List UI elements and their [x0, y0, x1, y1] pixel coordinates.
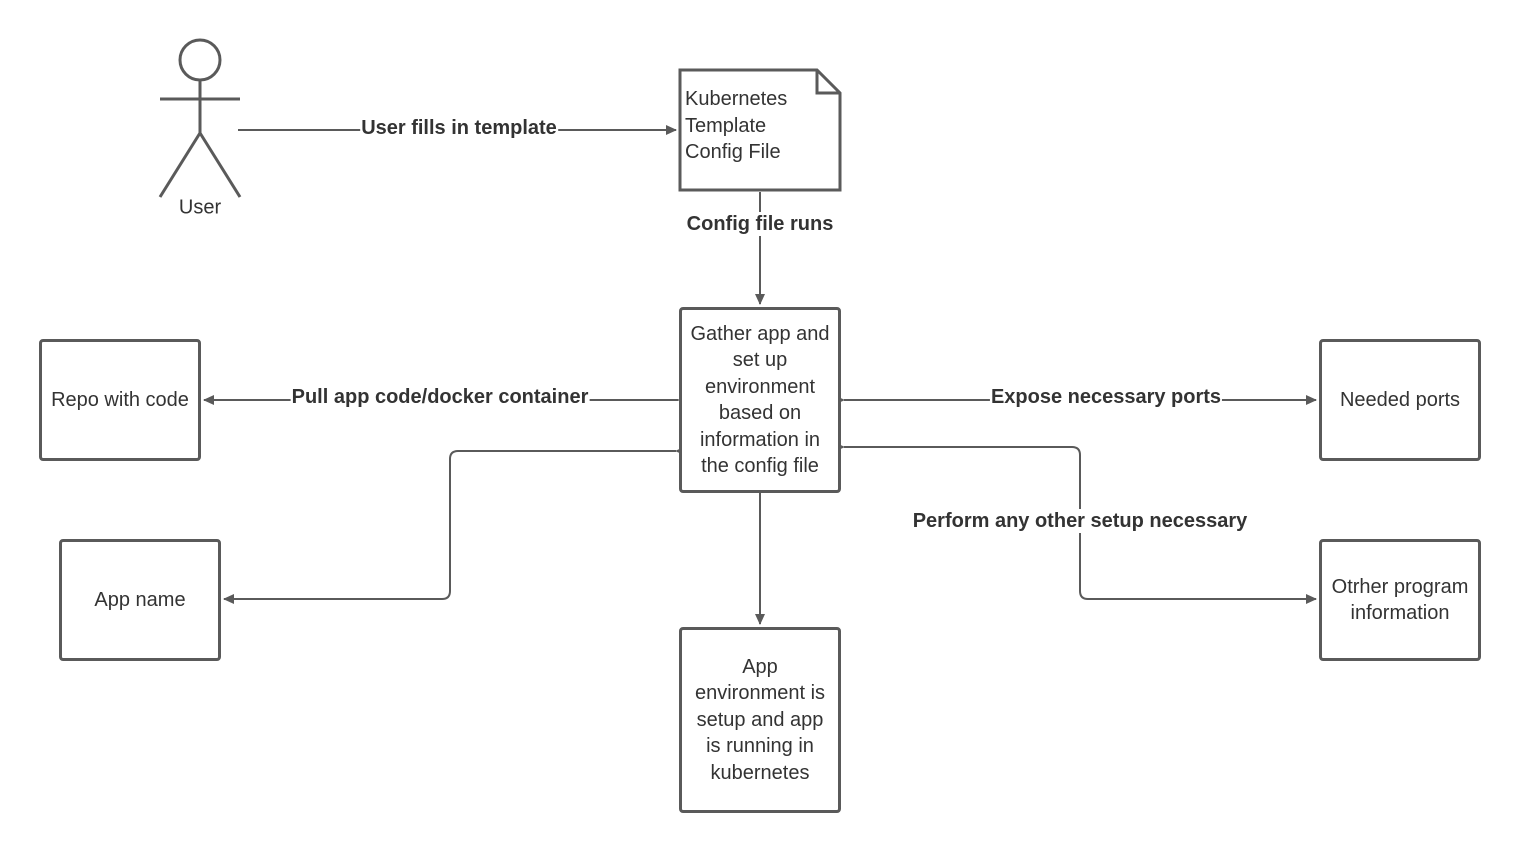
repo-label: Repo with code — [51, 388, 189, 411]
needed-ports-node: Needed ports — [1319, 339, 1481, 461]
edge-label-pull-code: Pull app code/docker container — [290, 385, 590, 409]
edge-label-other-setup: Perform any other setup necessary — [911, 509, 1249, 533]
gather-environment-label: Gather app and set up environment based … — [690, 322, 830, 478]
other-info-node: Otrher program information — [1319, 539, 1481, 661]
user-actor-label: User — [178, 196, 222, 219]
config-file-label: Kubernetes Template Config File — [685, 88, 788, 163]
edge-gather-appname — [223, 446, 686, 604]
gather-environment-node: Gather app and set up environment based … — [679, 307, 841, 493]
repo-node: Repo with code — [39, 339, 201, 461]
needed-ports-label: Needed ports — [1339, 388, 1461, 411]
edge-label-fills-template: User fills in template — [360, 116, 558, 140]
other-info-label: Otrher program information — [1331, 575, 1469, 625]
edge-label-expose-ports: Expose necessary ports — [989, 385, 1223, 409]
app-running-label: App environment is setup and app is runn… — [694, 655, 826, 784]
app-running-node: App environment is setup and app is runn… — [679, 627, 841, 813]
config-file-shape — [678, 68, 842, 192]
user-actor-icon — [158, 38, 242, 198]
app-name-label: App name — [94, 588, 186, 611]
app-name-node: App name — [59, 539, 221, 661]
edge-label-config-runs: Config file runs — [685, 212, 835, 236]
